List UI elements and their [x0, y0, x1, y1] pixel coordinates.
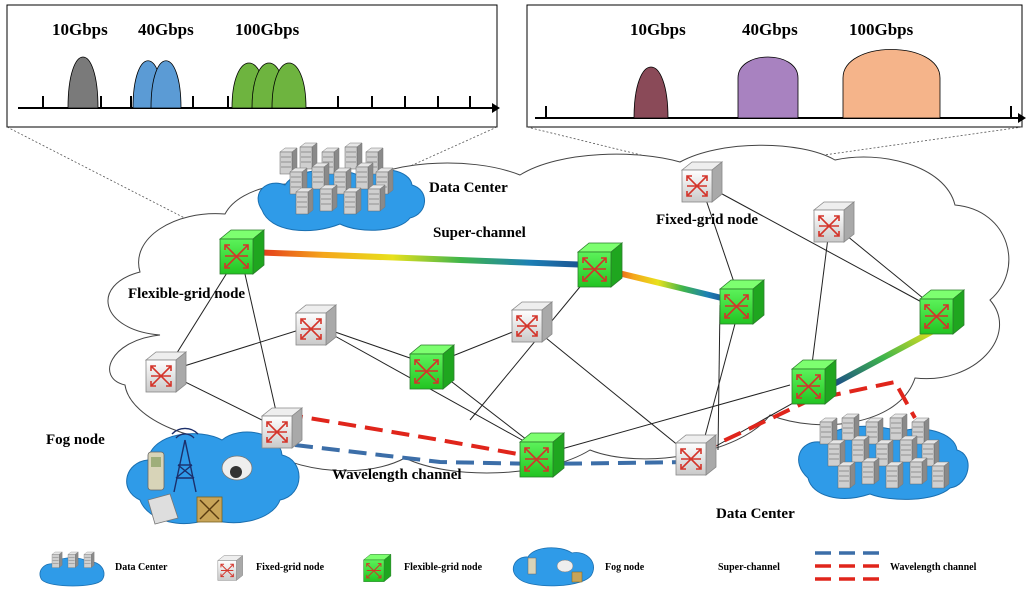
spectrum-40g-flex-carrier [737, 56, 799, 119]
phone-icon [147, 451, 165, 491]
fog-router-icon [196, 496, 223, 523]
flexible-grid-node [791, 359, 837, 405]
data-center-top [257, 142, 425, 232]
spectrum-100g-flex-carrier [842, 49, 941, 119]
rate-label-40g-right: 40Gbps [742, 20, 798, 39]
rate-label-100g-right: 100Gbps [849, 20, 914, 39]
legend-flexible-grid-icon [363, 553, 392, 583]
fixed-grid-node [511, 301, 553, 343]
super-channel-path [245, 249, 938, 388]
label-flexible-grid-node: Flexible-grid node [128, 286, 245, 302]
fixed-grid-node [813, 201, 855, 243]
rate-label-40g-left: 40Gbps [138, 20, 194, 39]
camera-icon [221, 455, 253, 481]
legend-data-center-icon [39, 551, 105, 587]
flexible-grid-node [409, 344, 455, 390]
legend-data-center-label: Data Center [115, 562, 168, 573]
flexible-grid-node [519, 432, 565, 478]
flexible-grid-node [919, 289, 965, 335]
legend-fixed-grid-label: Fixed-grid node [256, 562, 325, 573]
spectrum-100g-carrier-c [271, 62, 307, 109]
rate-label-10g-right: 10Gbps [630, 20, 686, 39]
fixed-grid-node [295, 304, 337, 346]
rate-label-100g-left: 100Gbps [235, 20, 300, 39]
label-wavelength-channel: Wavelength channel [332, 467, 462, 483]
data-center-bottom [798, 413, 969, 500]
radio-tower-icon [171, 427, 199, 493]
spectrum-panel-fixed-grid: 10Gbps 40Gbps 100Gbps [6, 4, 500, 128]
spectrum-10g-carrier [67, 56, 99, 109]
spectrum-panel-flex-grid: 10Gbps 40Gbps 100Gbps [526, 4, 1026, 128]
fixed-grid-node [145, 351, 187, 393]
flexible-grid-node [577, 242, 623, 288]
label-fog-node: Fog node [46, 432, 105, 448]
legend-super-channel-label: Super-channel [718, 562, 780, 573]
fixed-grid-node [675, 434, 717, 476]
legend-fog-node-icon [512, 547, 594, 587]
spectrum-10g-flex-carrier [633, 66, 669, 119]
wavelength-channel-paths [284, 379, 917, 467]
label-data-center-top: Data Center [429, 180, 508, 196]
flexible-grid-node [219, 229, 265, 275]
fog-node-cloud [126, 427, 300, 525]
fixed-grid-node [261, 407, 303, 449]
legend-wavelength-swatch [815, 551, 885, 581]
flexible-grid-node [719, 279, 765, 325]
legend-flexible-grid-label: Flexible-grid node [404, 562, 483, 573]
rate-label-10g-left: 10Gbps [52, 20, 108, 39]
fixed-grid-node [681, 161, 723, 203]
legend: Data Center Fixed-grid node Flexible-gri… [39, 547, 977, 587]
label-data-center-bottom: Data Center [716, 506, 795, 522]
legend-fog-node-label: Fog node [605, 562, 645, 573]
legend-fixed-grid-icon [217, 555, 244, 581]
label-super-channel: Super-channel [433, 225, 526, 241]
spectrum-40g-carrier-b [150, 60, 182, 109]
legend-wavelength-label: Wavelength channel [890, 562, 977, 573]
label-fixed-grid-node: Fixed-grid node [656, 212, 758, 228]
laptop-icon [147, 493, 179, 525]
